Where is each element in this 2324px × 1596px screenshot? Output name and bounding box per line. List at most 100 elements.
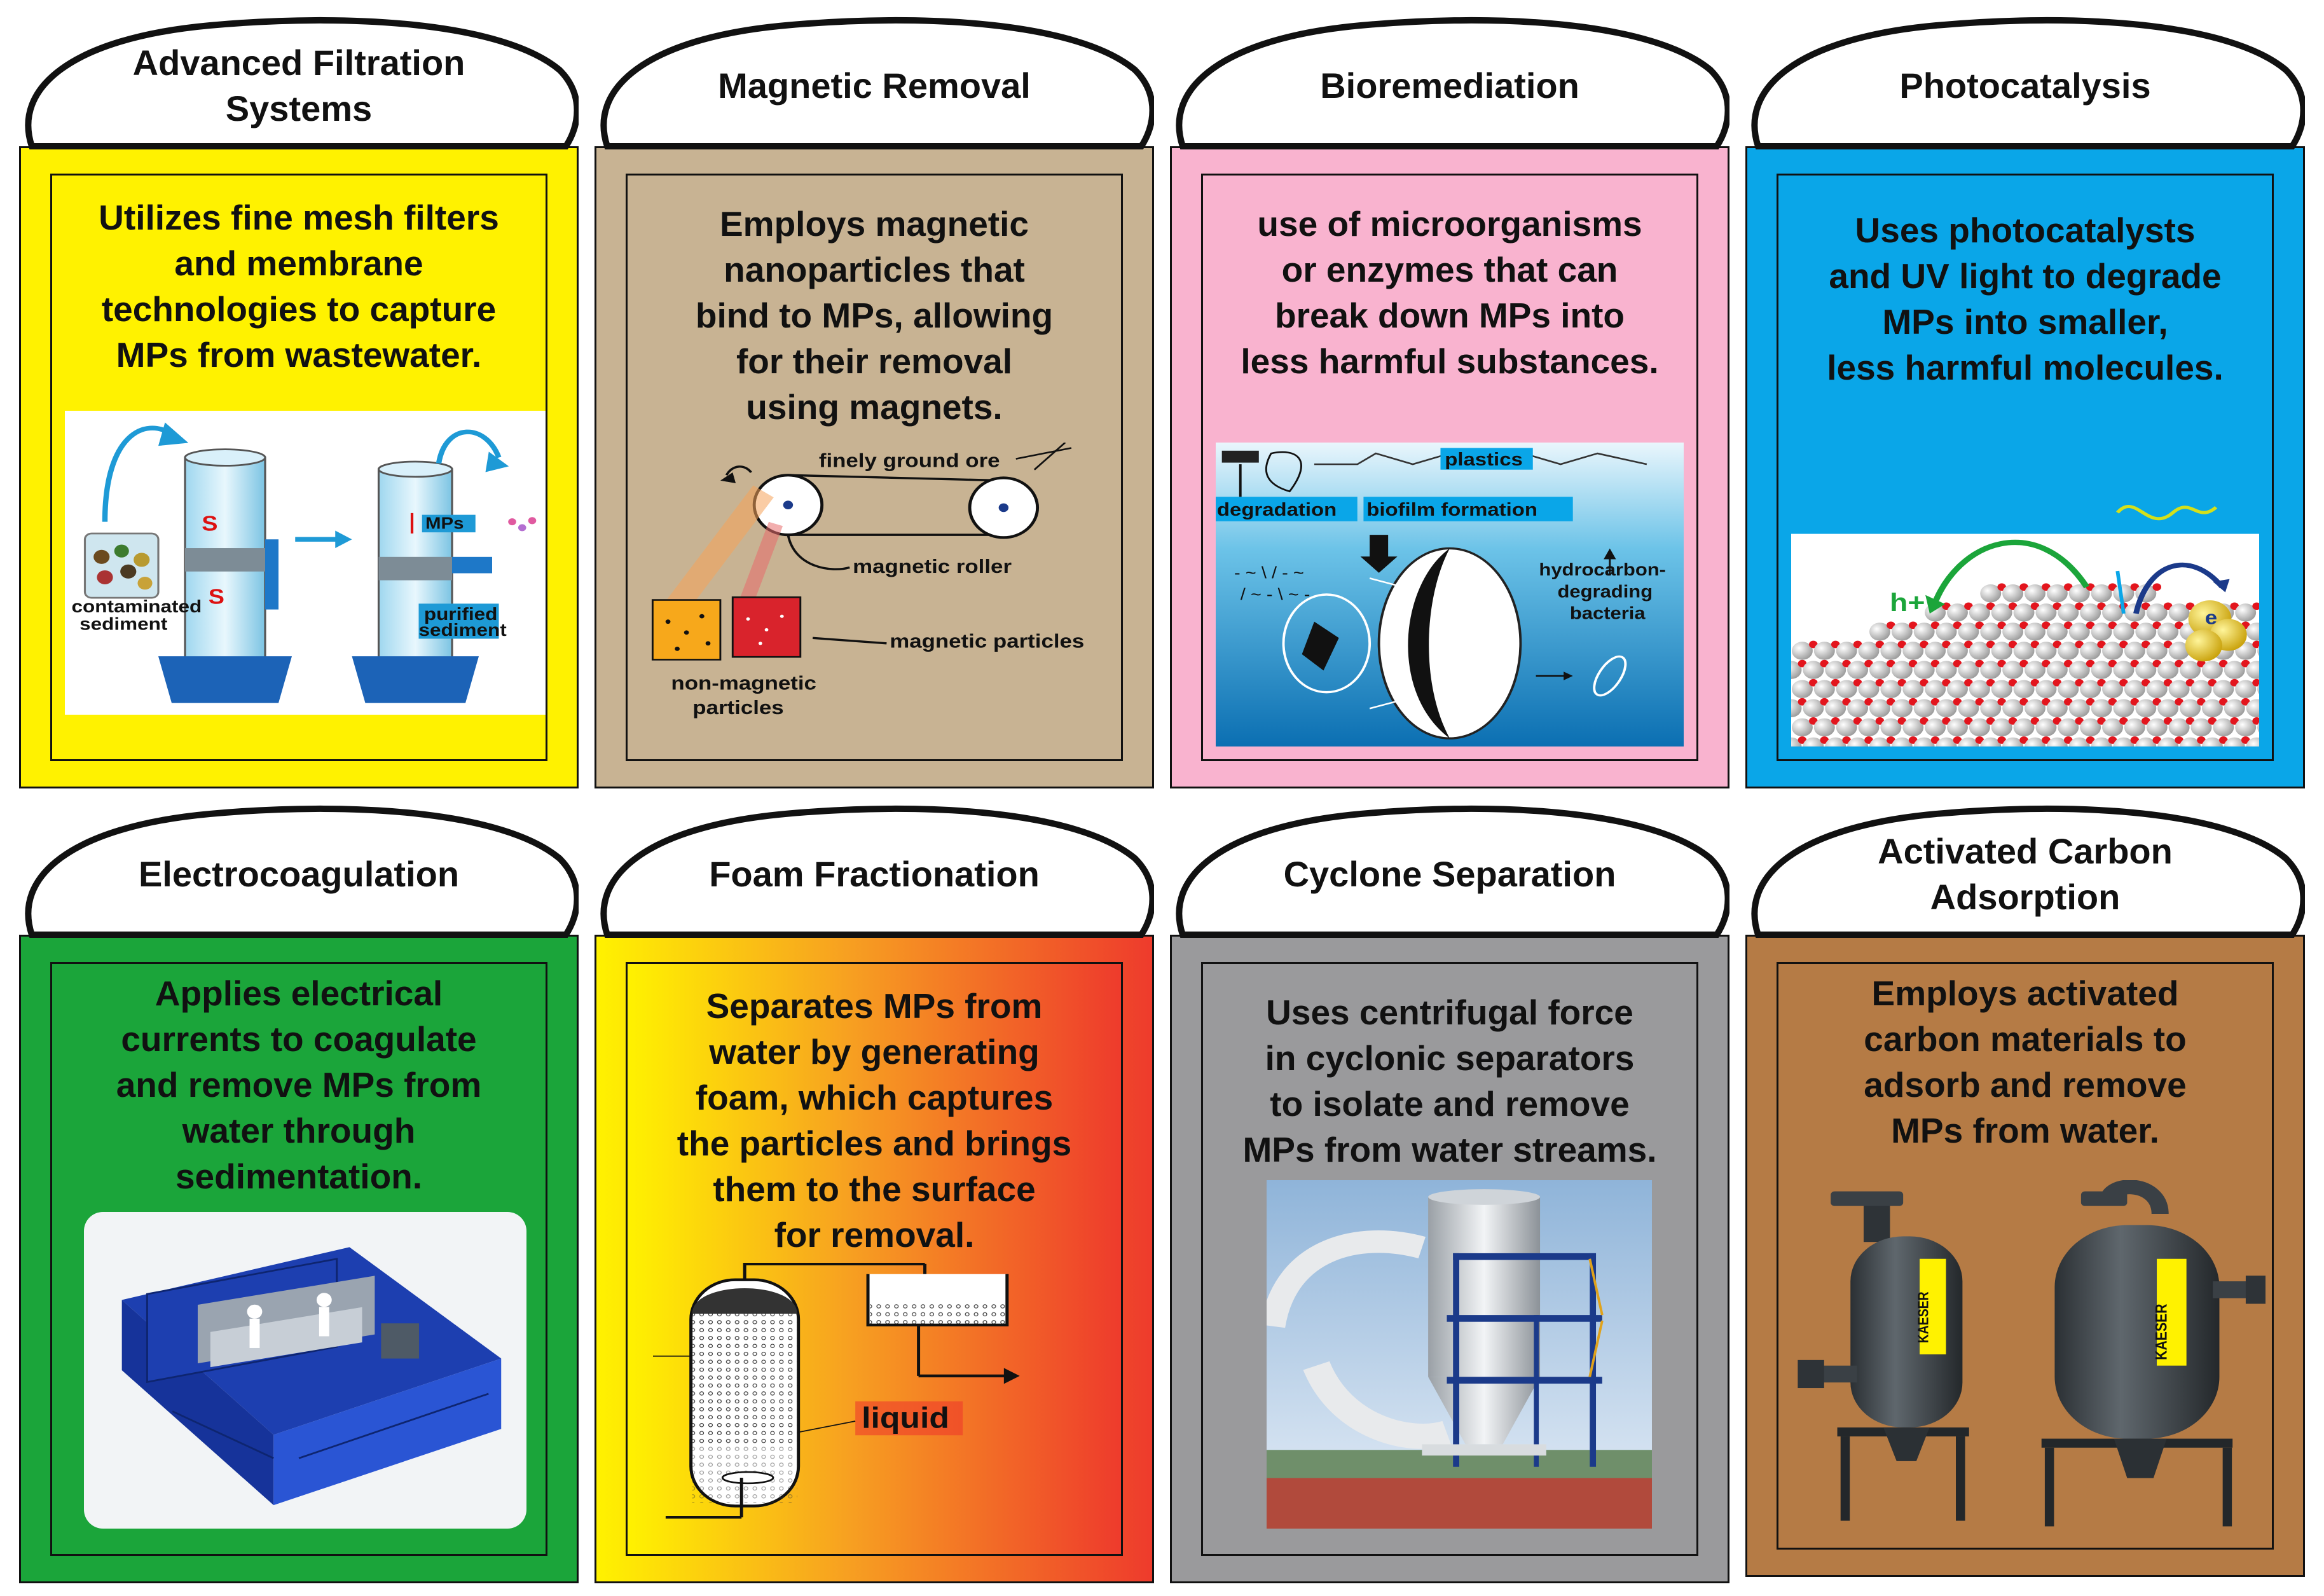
bacteria-label-c: bacteria [1570,604,1646,623]
foam-illustration: liquid [653,1263,1096,1529]
lattice-atom [2190,718,2212,737]
filtration-illustration: S S contaminated [65,411,546,715]
lattice-atom [2146,680,2168,698]
lattice-atom [2246,737,2259,746]
lattice-atom [2013,603,2035,622]
lattice-atom [2068,623,2090,641]
kaeser-logo-right: KAESER [2152,1304,2170,1360]
lattice-atom [2002,661,2024,679]
panel-frame: Separates MPs from water by generating f… [595,935,1154,1583]
lattice-atom [1836,680,1857,698]
lattice-atom [2046,623,2068,641]
panel-inner: Employs activated carbon materials to ad… [1777,962,2274,1550]
panel-frame: Uses centrifugal force in cyclonic separ… [1170,935,1729,1583]
lattice-atom [2201,737,2223,746]
biofilm-label: biofilm formation [1366,499,1537,520]
lattice-atom [1825,699,1846,718]
lattice-atom [1836,718,1857,737]
panel-title: Foam Fractionation [709,854,1040,894]
lattice-atom [1858,680,1880,698]
lattice-atom [2058,680,2079,698]
lattice-atom [2002,623,2024,641]
lattice-oxygen [2252,717,2259,725]
purified-label: purified [424,605,497,624]
lattice-atom [2058,603,2079,622]
lattice-atom [1958,737,1979,746]
lattice-atom [2224,737,2245,746]
lattice-oxygen [2152,583,2162,591]
panel-description: Applies electrical currents to coagulate… [116,973,482,1196]
lattice-atom [1936,699,1957,718]
lattice-atom [1980,623,2002,641]
lattice-atom [1791,718,1813,737]
lattice-atom [2091,699,2112,718]
mps-label: MPs [425,514,464,532]
lattice-atom [2058,718,2079,737]
lattice-atom [1847,699,1869,718]
bioremediation-illustration: plastics degradation biofilm formation -… [1216,443,1684,746]
lattice-atom [1969,680,1990,698]
lattice-atom [2113,699,2135,718]
panel-electrocoagulation: Applies electrical currents to coagulate… [19,801,579,1583]
panel-bioremediation: use of microorganisms or enzymes that ca… [1170,13,1729,788]
lattice-atom [1925,680,1946,698]
panel-title-oval: Foam Fractionation [595,801,1154,947]
lattice-atom [2046,584,2068,603]
lattice-atom [1936,661,1957,679]
lattice-atom [1791,642,1813,660]
lattice-atom [1791,737,1802,746]
panel-title: Magnetic Removal [718,65,1031,106]
lattice-atom [2124,680,2145,698]
lattice-atom [2068,661,2090,679]
nonmagnetic-label: non-magnetic [671,671,816,694]
lattice-atom [2168,642,2190,660]
lattice-atom [2025,737,2046,746]
lattice-atom [2224,699,2245,718]
lattice-atom [1803,661,1824,679]
lattice-atom [2113,661,2135,679]
panel-activated-carbon: Employs activated carbon materials to ad… [1745,801,2305,1577]
lattice-atom [2168,603,2190,622]
panel-title-oval: Advanced Filtration Systems [19,13,579,159]
lattice-atom [1980,737,2002,746]
electron-label: e [2205,607,2217,628]
lattice-atom [1902,642,1924,660]
electrocoagulation-illustration [84,1212,526,1529]
lattice-atom [2224,661,2245,679]
lattice-atom [2146,718,2168,737]
panel-title-oval: Magnetic Removal [595,13,1154,159]
lattice-atom [1991,603,2012,622]
svg-text:S: S [209,585,224,609]
lattice-atom [2068,699,2090,718]
lattice-atom [1880,680,1902,698]
lattice-atom [1913,737,1935,746]
lattice-atom [1947,603,1968,622]
lattice-atom [1969,603,1990,622]
lattice-atom [2046,699,2068,718]
lattice-atom [1803,699,1824,718]
lattice-atom [2046,737,2068,746]
lattice-atom [2080,718,2101,737]
lattice-atom [1858,718,1880,737]
lattice-atom [2246,661,2259,679]
lattice-atom [2102,718,2123,737]
lattice-atom [2002,699,2024,718]
magnetic-illustration: finely ground ore magnetic roller magnet… [640,443,1108,746]
lattice-atom [2025,584,2046,603]
ore-label: finely ground ore [819,449,1000,471]
lattice-atom [2102,642,2123,660]
magnetic-label: magnetic particles [890,630,1084,652]
lattice-atom [2235,718,2257,737]
lattice-atom [2080,642,2101,660]
lattice-atom [2013,642,2035,660]
lattice-atom [2025,623,2046,641]
panel-magnetic-removal: Employs magnetic nanoparticles that bind… [595,13,1154,788]
panel-inner: Uses photocatalysts and UV light to degr… [1777,174,2274,761]
lattice-atom [2124,642,2145,660]
lattice-atom [1947,642,1968,660]
lattice-atom [1947,718,1968,737]
panel-inner: Uses centrifugal force in cyclonic separ… [1201,962,1698,1556]
lattice-atom [2013,718,2035,737]
lattice-atom [2025,661,2046,679]
lattice-atom [1958,661,1979,679]
